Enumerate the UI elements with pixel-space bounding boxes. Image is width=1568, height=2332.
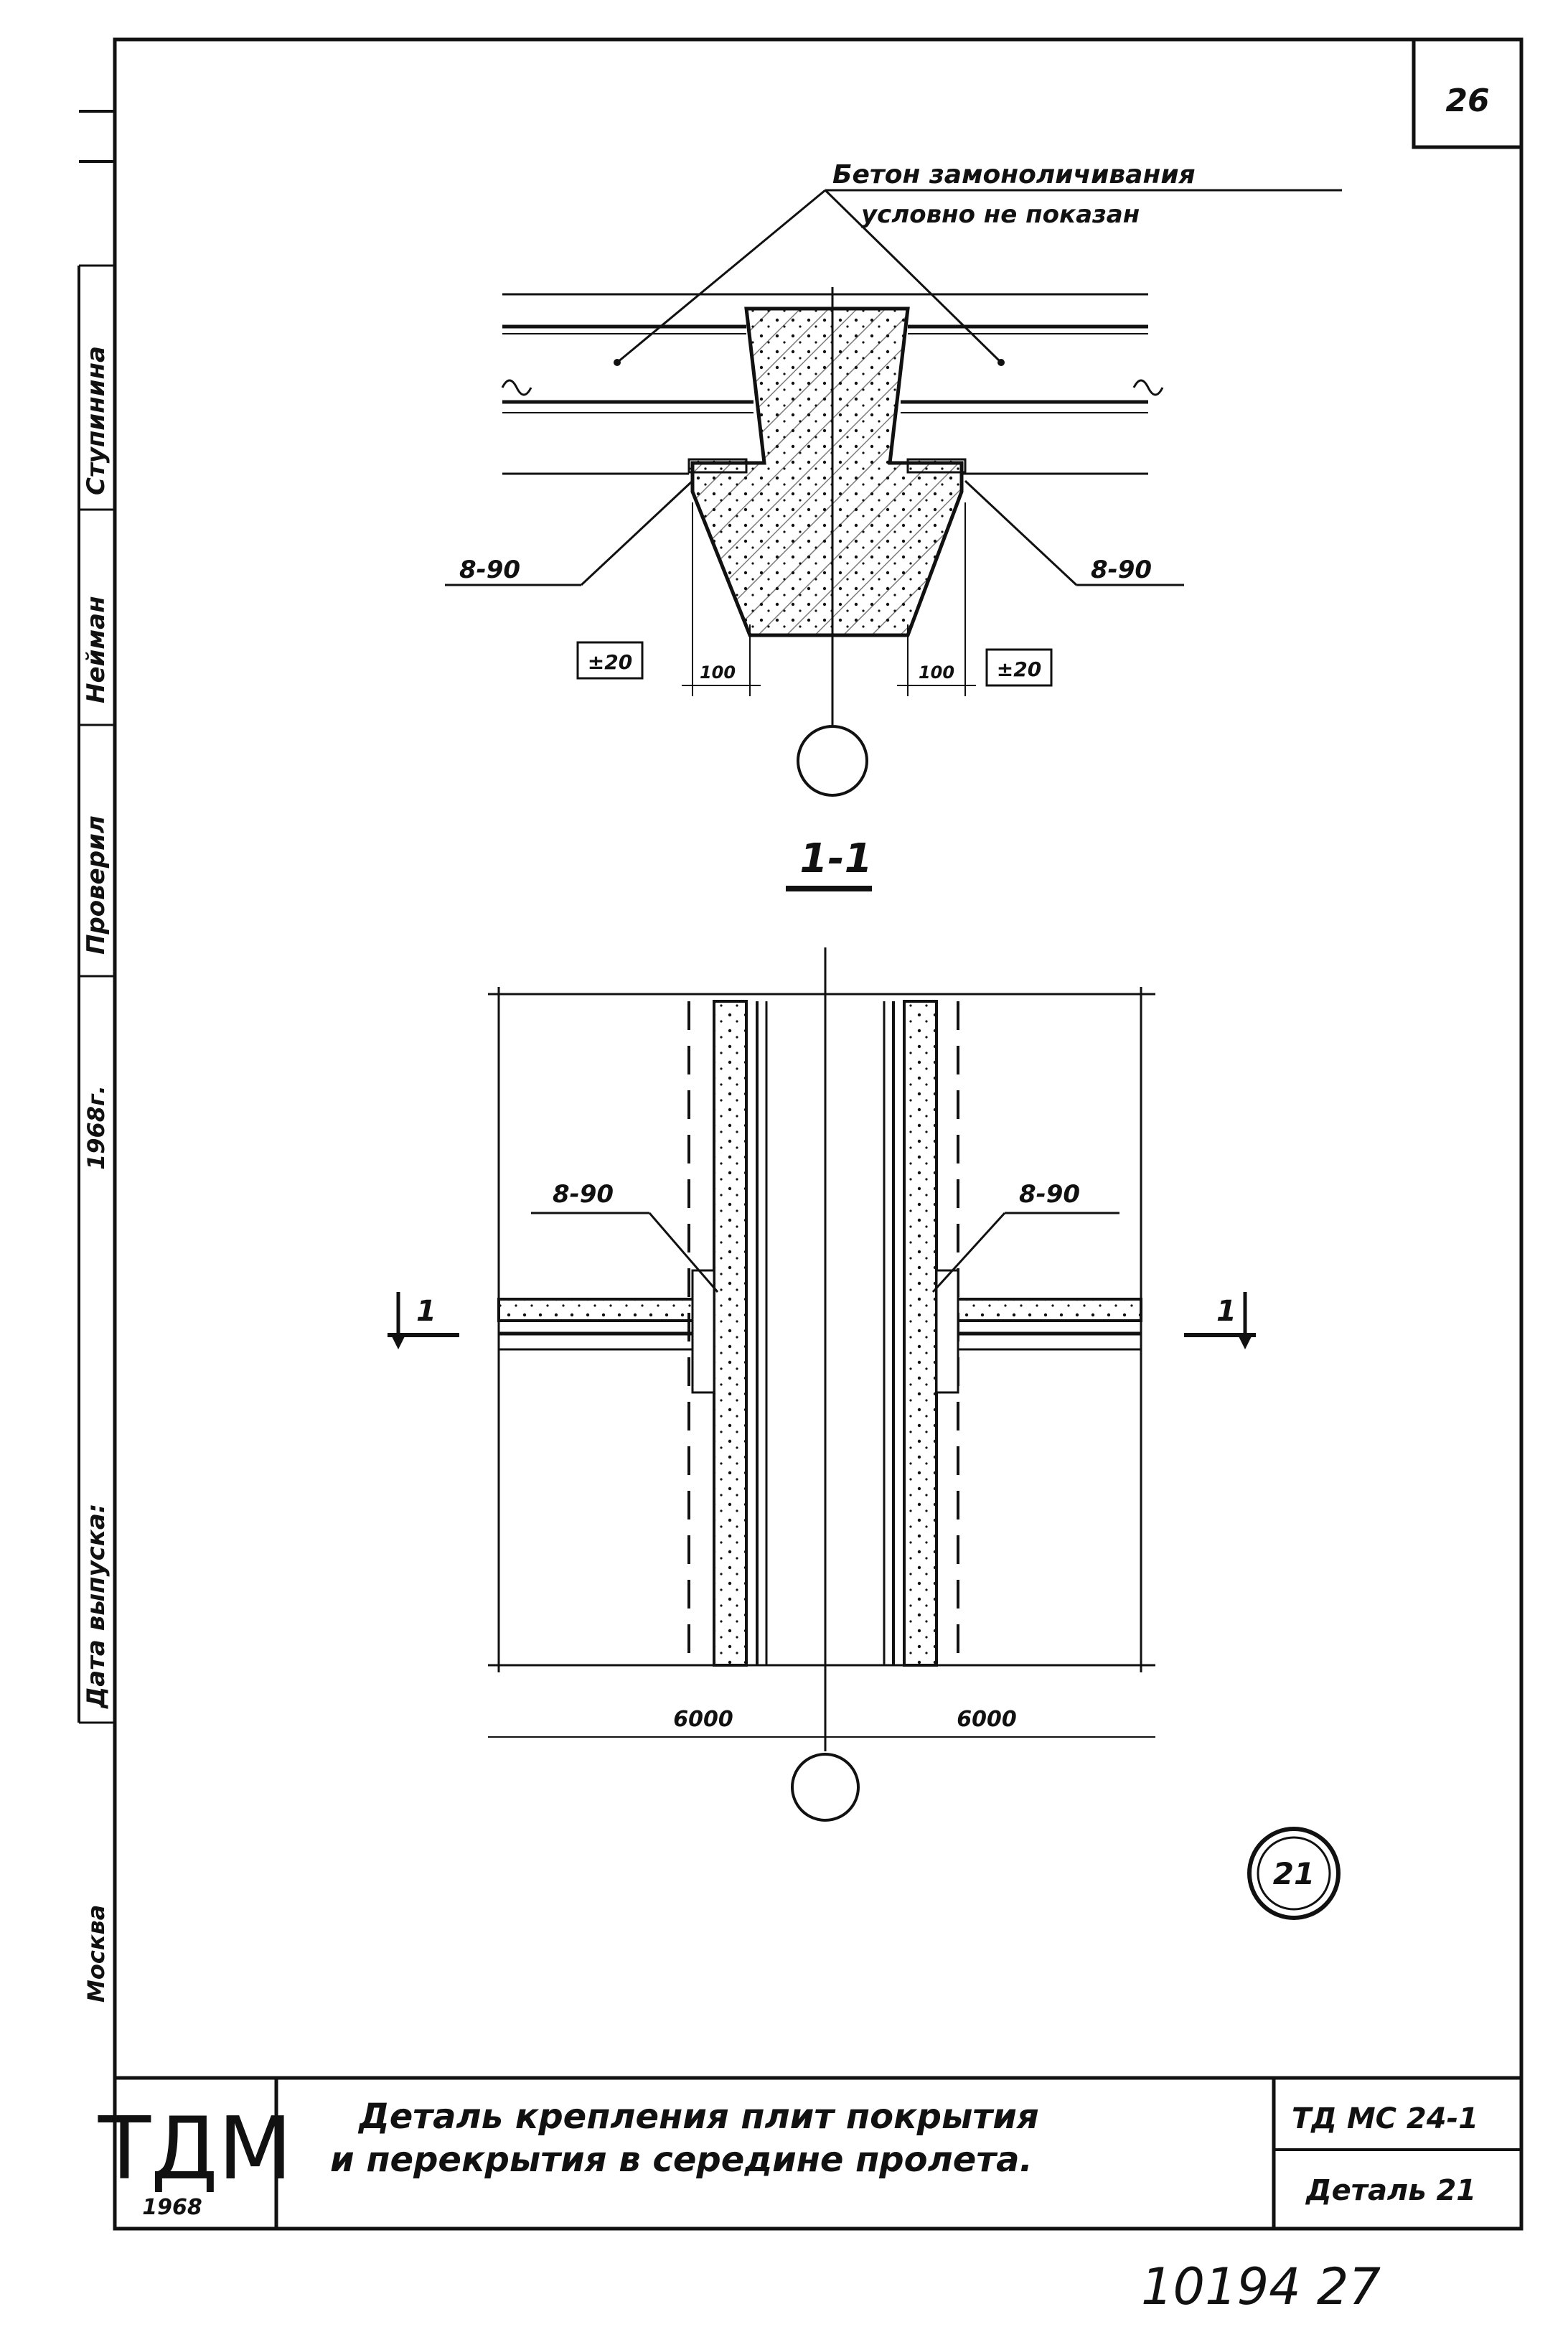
section-title: 1-1 bbox=[799, 835, 872, 882]
dimension-right: 100 bbox=[919, 662, 954, 683]
section-1-1-drawing bbox=[445, 189, 1342, 797]
span-label-left: 6000 bbox=[673, 1707, 733, 1732]
margin-signature: Нейман bbox=[82, 596, 111, 703]
detail-label: Деталь 21 bbox=[1305, 2174, 1476, 2207]
margin-release-label: Дата выпуска: bbox=[82, 1504, 111, 1709]
weld-label-left: 8-90 bbox=[459, 556, 520, 584]
sheet-number: 26 bbox=[1445, 83, 1489, 119]
detail-number: 21 bbox=[1273, 1856, 1315, 1891]
dimension-left: 100 bbox=[700, 662, 736, 683]
note-line-2: условно не показан bbox=[861, 200, 1140, 229]
plan-view-drawing bbox=[388, 947, 1256, 1822]
detail-number-circle bbox=[1247, 1827, 1341, 1920]
section-mark-left: 1 bbox=[416, 1295, 436, 1328]
margin-year: 1968г. bbox=[83, 1085, 110, 1170]
title-block-logo-year: 1968 bbox=[142, 2195, 202, 2220]
margin-surname: Ступинина bbox=[82, 346, 111, 495]
note-line-1: Бетон замоноличивания bbox=[832, 160, 1196, 189]
tolerance-left: ±20 bbox=[588, 650, 632, 674]
span-label-right: 6000 bbox=[957, 1707, 1017, 1732]
title-line-2: и перекрытия в середине пролета. bbox=[330, 2140, 1033, 2180]
document-code: ТД МС 24-1 bbox=[1292, 2102, 1478, 2135]
margin-checked-label: Проверил bbox=[82, 815, 111, 955]
left-margin-strip bbox=[78, 110, 115, 1724]
section-mark-right: 1 bbox=[1216, 1295, 1236, 1328]
plan-weld-label-left: 8-90 bbox=[553, 1180, 614, 1209]
plan-weld-label-right: 8-90 bbox=[1019, 1180, 1080, 1209]
tolerance-right: ±20 bbox=[997, 657, 1041, 681]
weld-label-right: 8-90 bbox=[1091, 556, 1152, 584]
title-line-1: Деталь крепления плит покрытия bbox=[357, 2097, 1039, 2137]
margin-city: Москва bbox=[83, 1905, 110, 2003]
sheet-frame bbox=[113, 37, 1524, 2231]
title-block-logo: ТДМ bbox=[98, 2099, 293, 2199]
archive-number: 10194 27 bbox=[1141, 2257, 1381, 2316]
